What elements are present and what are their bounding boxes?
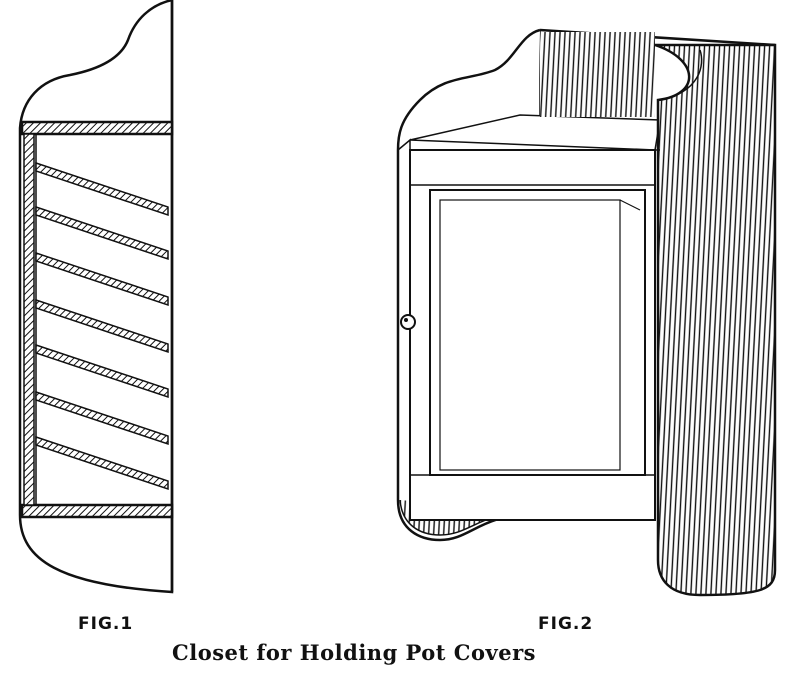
caption: Closet for Holding Pot Covers — [172, 640, 536, 665]
back-board — [23, 133, 35, 506]
slanted-racks — [35, 161, 169, 491]
door — [429, 189, 646, 476]
door-knob — [400, 314, 416, 330]
fig2-label: FIG.2 — [538, 614, 594, 634]
fig2-cabinet-drawing — [396, 28, 777, 597]
top-shelf — [20, 120, 174, 136]
fig1-label: FIG.1 — [78, 614, 134, 634]
bottom-shelf — [20, 503, 174, 519]
fig1-section-drawing — [18, 0, 174, 594]
